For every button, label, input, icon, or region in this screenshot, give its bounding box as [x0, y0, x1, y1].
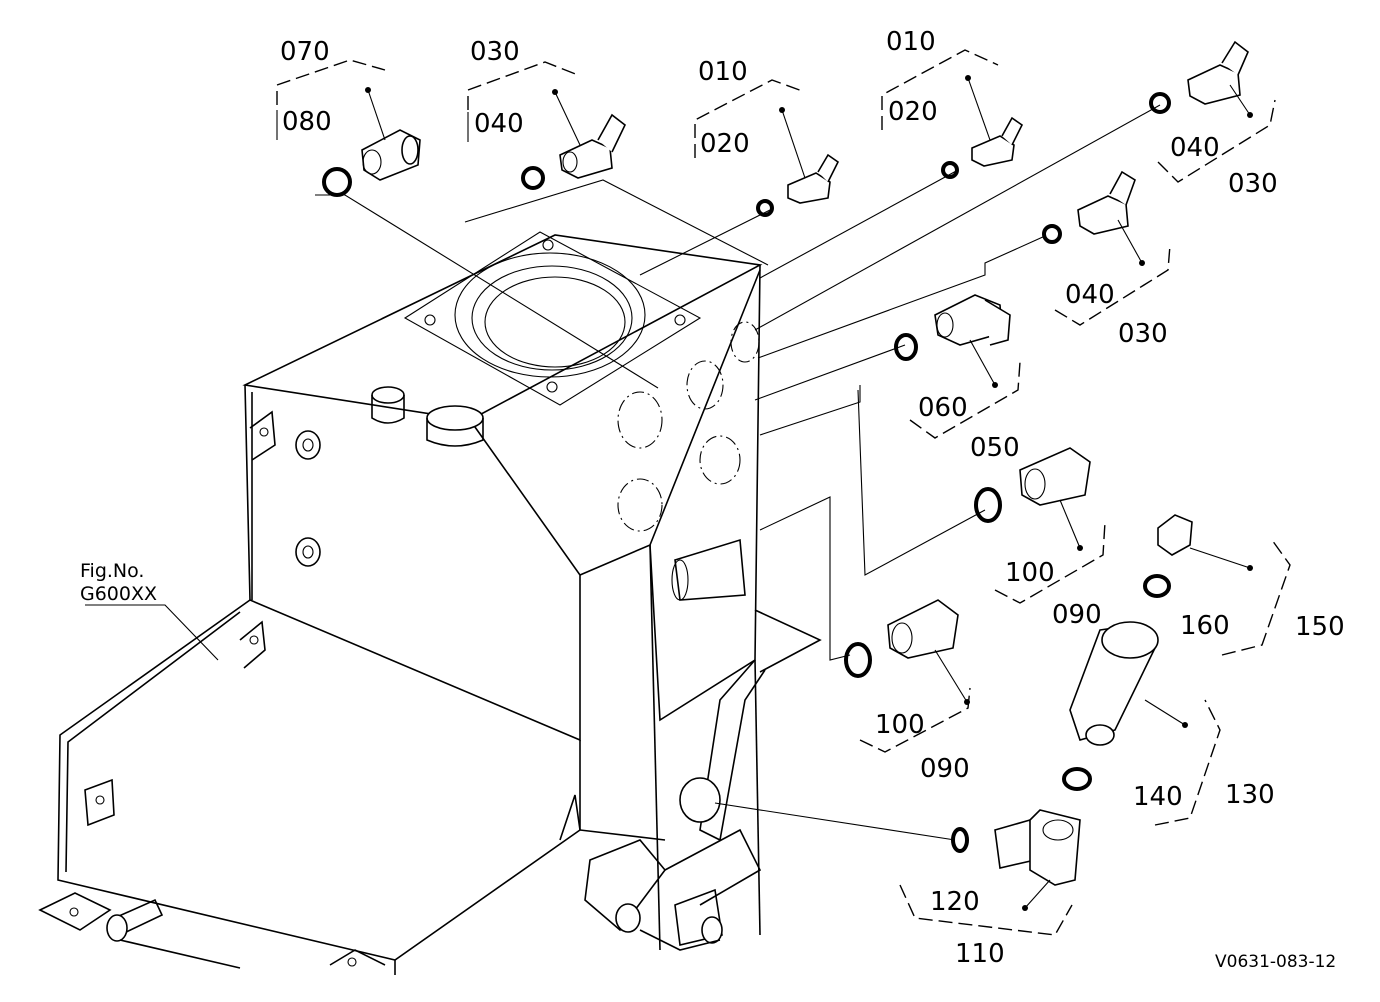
filter-130 [1062, 621, 1188, 791]
leader-lines [315, 104, 1161, 841]
callout-labels: 070 080 030 040 010 020 010 020 040 030 … [80, 27, 1345, 972]
fitting-090-upper [974, 447, 1091, 551]
callout-110: 110 [955, 939, 1005, 969]
callout-130: 130 [1225, 780, 1275, 810]
callout-060: 060 [918, 393, 968, 423]
callout-100: 100 [1005, 558, 1055, 588]
fitting-030-top-right [1149, 40, 1253, 118]
callout-010: 010 [698, 57, 748, 87]
callout-030: 030 [1118, 319, 1168, 349]
fig-no-value: G600XX [80, 583, 157, 605]
callout-030: 030 [470, 37, 520, 67]
callout-150: 150 [1295, 612, 1345, 642]
callout-070: 070 [280, 37, 330, 67]
callout-020: 020 [888, 97, 938, 127]
callout-040: 040 [1065, 280, 1115, 310]
callout-020: 020 [700, 129, 750, 159]
group-brackets [276, 49, 1291, 936]
fitting-070 [322, 87, 421, 197]
fitting-010-right [941, 75, 1024, 179]
fig-label-leader [85, 604, 219, 661]
callout-040: 040 [1170, 133, 1220, 163]
fitting-010-left [756, 107, 840, 217]
fitting-090-lower [844, 599, 970, 705]
fitting-030-middle-right [1042, 170, 1145, 266]
callout-010: 010 [886, 27, 936, 57]
drawing-code: V0631-083-12 [1215, 952, 1336, 972]
callout-100: 100 [875, 710, 925, 740]
hydraulic-tank [38, 231, 822, 975]
fitting-030-left [521, 89, 627, 190]
callout-050: 050 [970, 433, 1020, 463]
callout-030: 030 [1228, 169, 1278, 199]
callout-120: 120 [930, 887, 980, 917]
callout-140: 140 [1133, 782, 1183, 812]
fitting-050 [894, 294, 1011, 388]
callout-090: 090 [920, 754, 970, 784]
fitting-150 [1143, 514, 1253, 598]
callout-040: 040 [474, 109, 524, 139]
callout-080: 080 [282, 107, 332, 137]
fig-no-label: Fig.No. [80, 560, 144, 582]
fitting-110 [951, 809, 1081, 911]
callout-090: 090 [1052, 600, 1102, 630]
callout-160: 160 [1180, 611, 1230, 641]
